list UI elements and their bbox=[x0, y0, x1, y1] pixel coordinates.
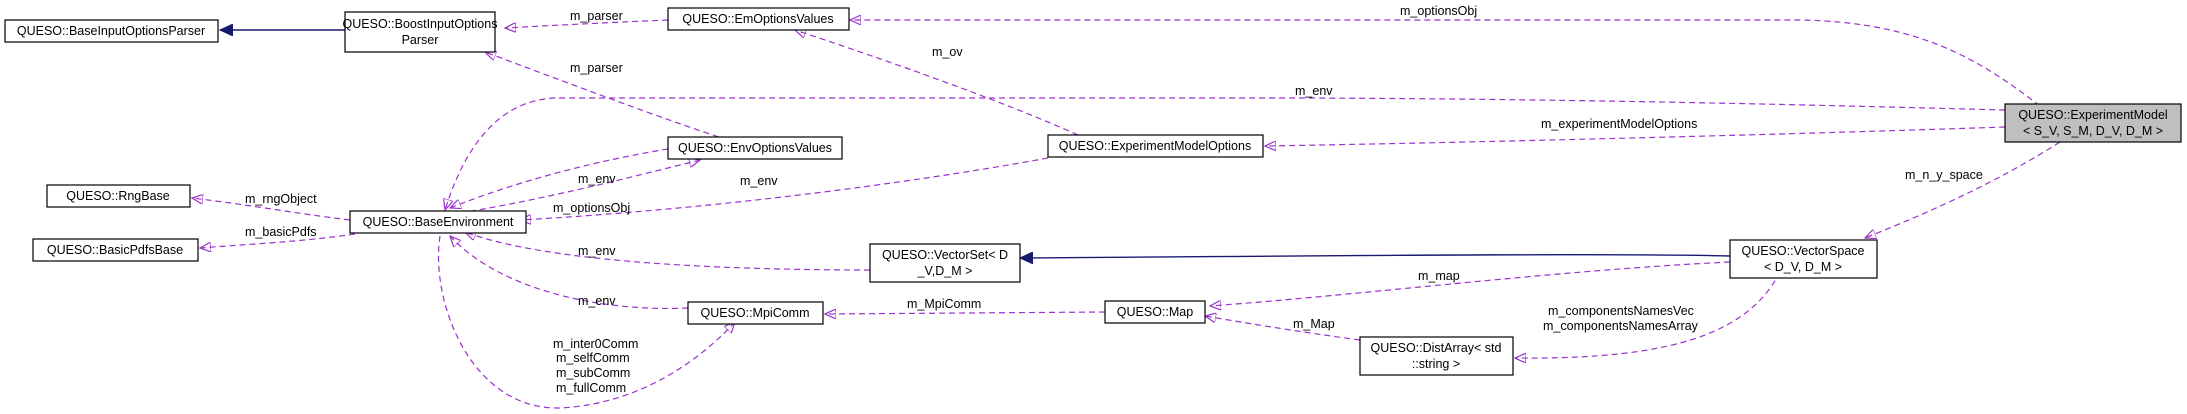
node-dist-array[interactable]: QUESO::DistArray< std ::string > bbox=[1359, 336, 1514, 376]
node-label: QUESO::Map bbox=[1117, 305, 1193, 319]
node-label: _V,D_M > bbox=[917, 264, 973, 278]
node-label: QUESO::EnvOptionsValues bbox=[678, 141, 832, 155]
edge-label-env-mpicomm: m_env bbox=[578, 294, 616, 308]
node-base-environment[interactable]: QUESO::BaseEnvironment bbox=[349, 210, 527, 234]
node-base-input-options-parser[interactable]: QUESO::BaseInputOptionsParser bbox=[4, 19, 219, 43]
node-mpi-comm[interactable]: QUESO::MpiComm bbox=[687, 301, 824, 325]
edge-label-options-obj-top: m_optionsObj bbox=[1400, 4, 1477, 18]
edge-label-ov: m_ov bbox=[932, 45, 963, 59]
node-boost-input-options-parser[interactable]: QUESO::BoostInputOptions Parser bbox=[343, 11, 498, 53]
edge-label-mpi-comm: m_MpiComm bbox=[907, 297, 981, 311]
node-em-options-values[interactable]: QUESO::EmOptionsValues bbox=[667, 7, 850, 31]
edge-mpi-comm bbox=[825, 312, 1106, 314]
node-label: QUESO::VectorSet< D bbox=[882, 248, 1008, 262]
edge-label-components-names-array: m_componentsNamesArray bbox=[1543, 319, 1699, 333]
edge-label-experiment-model-options: m_experimentModelOptions bbox=[1541, 117, 1697, 131]
edge-env-long bbox=[445, 97, 2006, 210]
edge-label-components-names-vec: m_componentsNamesVec bbox=[1548, 304, 1694, 318]
node-label: QUESO::BasicPdfsBase bbox=[47, 243, 183, 257]
node-label: QUESO::ExperimentModel bbox=[2018, 108, 2167, 122]
edge-ov bbox=[795, 30, 1079, 136]
node-experiment-model[interactable]: QUESO::ExperimentModel < S_V, S_M, D_V, … bbox=[2004, 103, 2182, 143]
node-label: QUESO::DistArray< std bbox=[1371, 341, 1502, 355]
edge-components-names bbox=[1515, 271, 1781, 358]
edge-n-y-space bbox=[1865, 141, 2061, 238]
edge-options-obj-top bbox=[850, 20, 2041, 107]
edge-label-n-y-space: m_n_y_space bbox=[1905, 168, 1983, 182]
edge-map-dist bbox=[1205, 316, 1361, 341]
edge-experiment-model-options bbox=[1265, 126, 2006, 146]
edge-label-options-obj-env: m_optionsObj bbox=[553, 201, 630, 215]
edge-env-options bbox=[520, 157, 1049, 220]
edge-options-obj-env bbox=[459, 160, 700, 214]
edge-label-env-vectorset: m_env bbox=[578, 244, 616, 258]
edge-env-vectorset bbox=[465, 232, 871, 271]
edge-env-mpicomm bbox=[450, 236, 689, 310]
edge-parser-top bbox=[505, 19, 669, 28]
edge-label-basic-pdfs: m_basicPdfs bbox=[245, 225, 317, 239]
edge-label-rng-object: m_rngObject bbox=[245, 192, 317, 206]
edge-comms bbox=[437, 235, 736, 409]
edge-label-self-comm: m_selfComm bbox=[556, 351, 630, 365]
node-rng-base[interactable]: QUESO::RngBase bbox=[46, 184, 191, 208]
node-label: Parser bbox=[402, 33, 439, 47]
node-map[interactable]: QUESO::Map bbox=[1104, 300, 1206, 324]
node-label: QUESO::BaseInputOptionsParser bbox=[17, 24, 205, 38]
node-label: QUESO::ExperimentModelOptions bbox=[1059, 139, 1251, 153]
edge-label-map: m_map bbox=[1418, 269, 1460, 283]
edge-label-sub-comm: m_subComm bbox=[556, 366, 630, 380]
node-label: QUESO::VectorSpace bbox=[1742, 244, 1865, 258]
node-env-options-values[interactable]: QUESO::EnvOptionsValues bbox=[667, 136, 843, 160]
edge-label-full-comm: m_fullComm bbox=[556, 381, 626, 395]
edge-label-env-envopts: m_env bbox=[578, 172, 616, 186]
node-vector-set[interactable]: QUESO::VectorSet< D _V,D_M > bbox=[869, 243, 1021, 283]
node-label: < D_V, D_M > bbox=[1764, 260, 1842, 274]
edge-inherit-vectorset bbox=[1020, 255, 1731, 258]
node-vector-space[interactable]: QUESO::VectorSpace < D_V, D_M > bbox=[1729, 239, 1878, 279]
node-label: ::string > bbox=[1412, 357, 1460, 371]
node-label: QUESO::EmOptionsValues bbox=[682, 12, 833, 26]
node-label: < S_V, S_M, D_V, D_M > bbox=[2023, 124, 2163, 138]
edge-label-env-options: m_env bbox=[740, 174, 778, 188]
edge-label-parser-top: m_parser bbox=[570, 9, 623, 23]
node-label: QUESO::MpiComm bbox=[700, 306, 809, 320]
edge-label-inter0-comm: m_inter0Comm bbox=[553, 337, 638, 351]
edge-label-parser-mid: m_parser bbox=[570, 61, 623, 75]
node-experiment-model-options[interactable]: QUESO::ExperimentModelOptions bbox=[1047, 134, 1264, 158]
edge-env-envopts bbox=[450, 148, 669, 208]
edge-label-map-dist: m_Map bbox=[1293, 317, 1335, 331]
edge-map bbox=[1210, 261, 1731, 306]
node-label: QUESO::BoostInputOptions bbox=[343, 17, 498, 31]
edge-label-env-long: m_env bbox=[1295, 84, 1333, 98]
node-basic-pdfs-base[interactable]: QUESO::BasicPdfsBase bbox=[32, 238, 199, 262]
node-label: QUESO::BaseEnvironment bbox=[363, 215, 514, 229]
node-label: QUESO::RngBase bbox=[66, 189, 170, 203]
